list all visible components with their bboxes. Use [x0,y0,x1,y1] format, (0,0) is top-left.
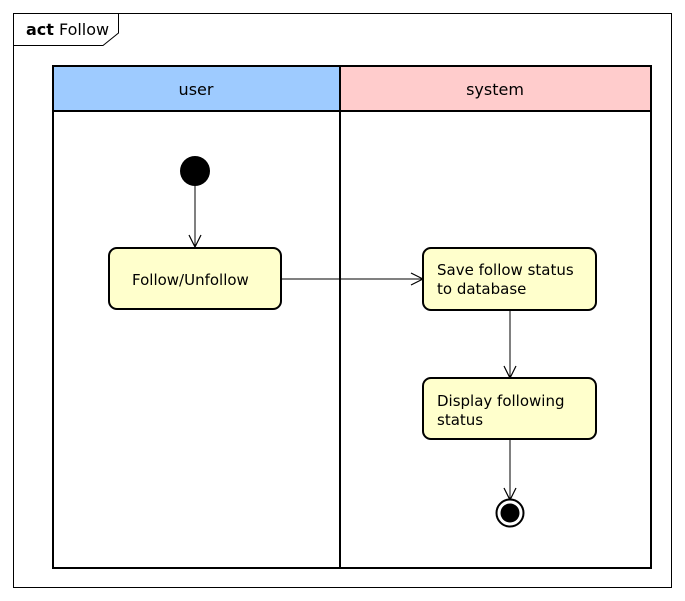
final-node [495,498,525,528]
frame-title: act Follow [26,20,109,39]
frame-name: Follow [59,20,109,39]
initial-node [180,156,210,186]
frame-tab [13,13,119,46]
lane-system-header [339,65,652,112]
action-save-label-line1: Save follow status [437,261,574,279]
action-save-follow-status [422,247,597,311]
action-follow-unfollow-label: Follow/Unfollow [132,271,249,289]
lane-system-label: system [466,80,524,99]
action-save-label-line2: to database [437,280,526,298]
action-display-label-line1: Display following [437,392,565,410]
action-display-label-line2: status [437,411,483,429]
action-display-following-status [422,377,597,440]
lane-user-label: user [179,80,214,99]
action-follow-unfollow [108,247,282,310]
lane-system-body [339,110,652,569]
frame-keyword: act [26,20,54,39]
